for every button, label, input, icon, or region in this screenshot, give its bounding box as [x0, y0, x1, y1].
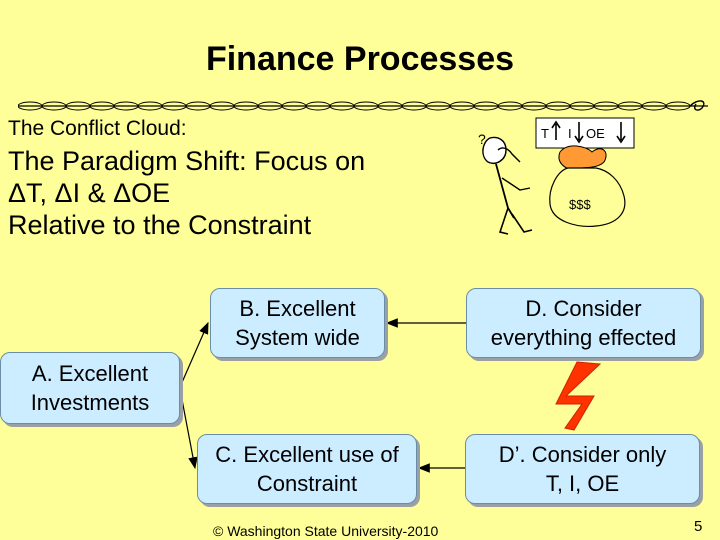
box-c-line-2: Constraint — [256, 471, 358, 496]
arrow-a-to-b — [179, 321, 209, 388]
box-d-prime-line-1: D’. Consider only — [498, 442, 667, 467]
conflict-lightning-icon — [555, 361, 602, 431]
tag-t-label: T — [541, 126, 549, 141]
figure-arm-scratching — [497, 147, 521, 163]
conflict-cloud-label: The Conflict Cloud: — [8, 117, 187, 140]
figure-arm — [501, 177, 531, 191]
box-d-prime-line-2: T, I, OE — [545, 471, 620, 496]
i-down-arrow-icon — [574, 122, 584, 144]
figure-head — [482, 136, 507, 164]
page-number: 5 — [694, 518, 703, 535]
box-b-line-2: System wide — [235, 325, 360, 350]
t-up-arrow-icon — [551, 120, 561, 140]
box-a-line-2: Investments — [30, 390, 150, 415]
box-a-excellent-investments: A. Excellent Investments — [0, 352, 180, 424]
dollar-bill-icon — [558, 145, 607, 171]
question-mark: ? — [478, 131, 486, 147]
figure-leg-right — [511, 213, 533, 233]
headline-line-1: The Paradigm Shift: Focus on — [8, 146, 366, 176]
box-a-line-1: A. Excellent — [31, 361, 149, 386]
box-d-prime-consider-only: D’. Consider only T, I, OE — [465, 434, 700, 504]
headline-line-2: ΔT, ΔI & ΔOE — [8, 178, 171, 208]
tag-oe-label: OE — [586, 126, 605, 141]
arrow-a-to-c — [179, 388, 198, 470]
figure-body — [495, 163, 515, 219]
oe-down-arrow-icon — [616, 122, 626, 144]
slide-title: Finance Processes — [205, 40, 515, 78]
puzzled-figure-illustration: T I OE $$$ ? — [478, 117, 635, 235]
tio-tag — [535, 117, 635, 149]
box-d-line-1: D. Consider — [525, 296, 642, 321]
tag-i-label: I — [568, 126, 572, 141]
box-d-line-2: everything effected — [490, 325, 677, 350]
money-bag-icon — [549, 167, 626, 227]
box-c-excellent-constraint: C. Excellent use of Constraint — [197, 434, 417, 504]
rope-divider — [18, 100, 708, 111]
box-c-line-1: C. Excellent use of — [215, 442, 399, 467]
money-bag-label: $$$ — [569, 197, 591, 212]
copyright-footer: © Washington State University-2010 — [213, 523, 439, 539]
figure-leg-left — [498, 207, 509, 235]
box-d-consider-everything: D. Consider everything effected — [466, 288, 701, 358]
headline-line-3: Relative to the Constraint — [8, 210, 312, 240]
box-b-excellent-system: B. Excellent System wide — [210, 288, 385, 358]
paradigm-shift-headline: The Paradigm Shift: Focus on ΔT, ΔI & ΔO… — [8, 145, 428, 241]
box-b-line-1: B. Excellent — [239, 296, 356, 321]
